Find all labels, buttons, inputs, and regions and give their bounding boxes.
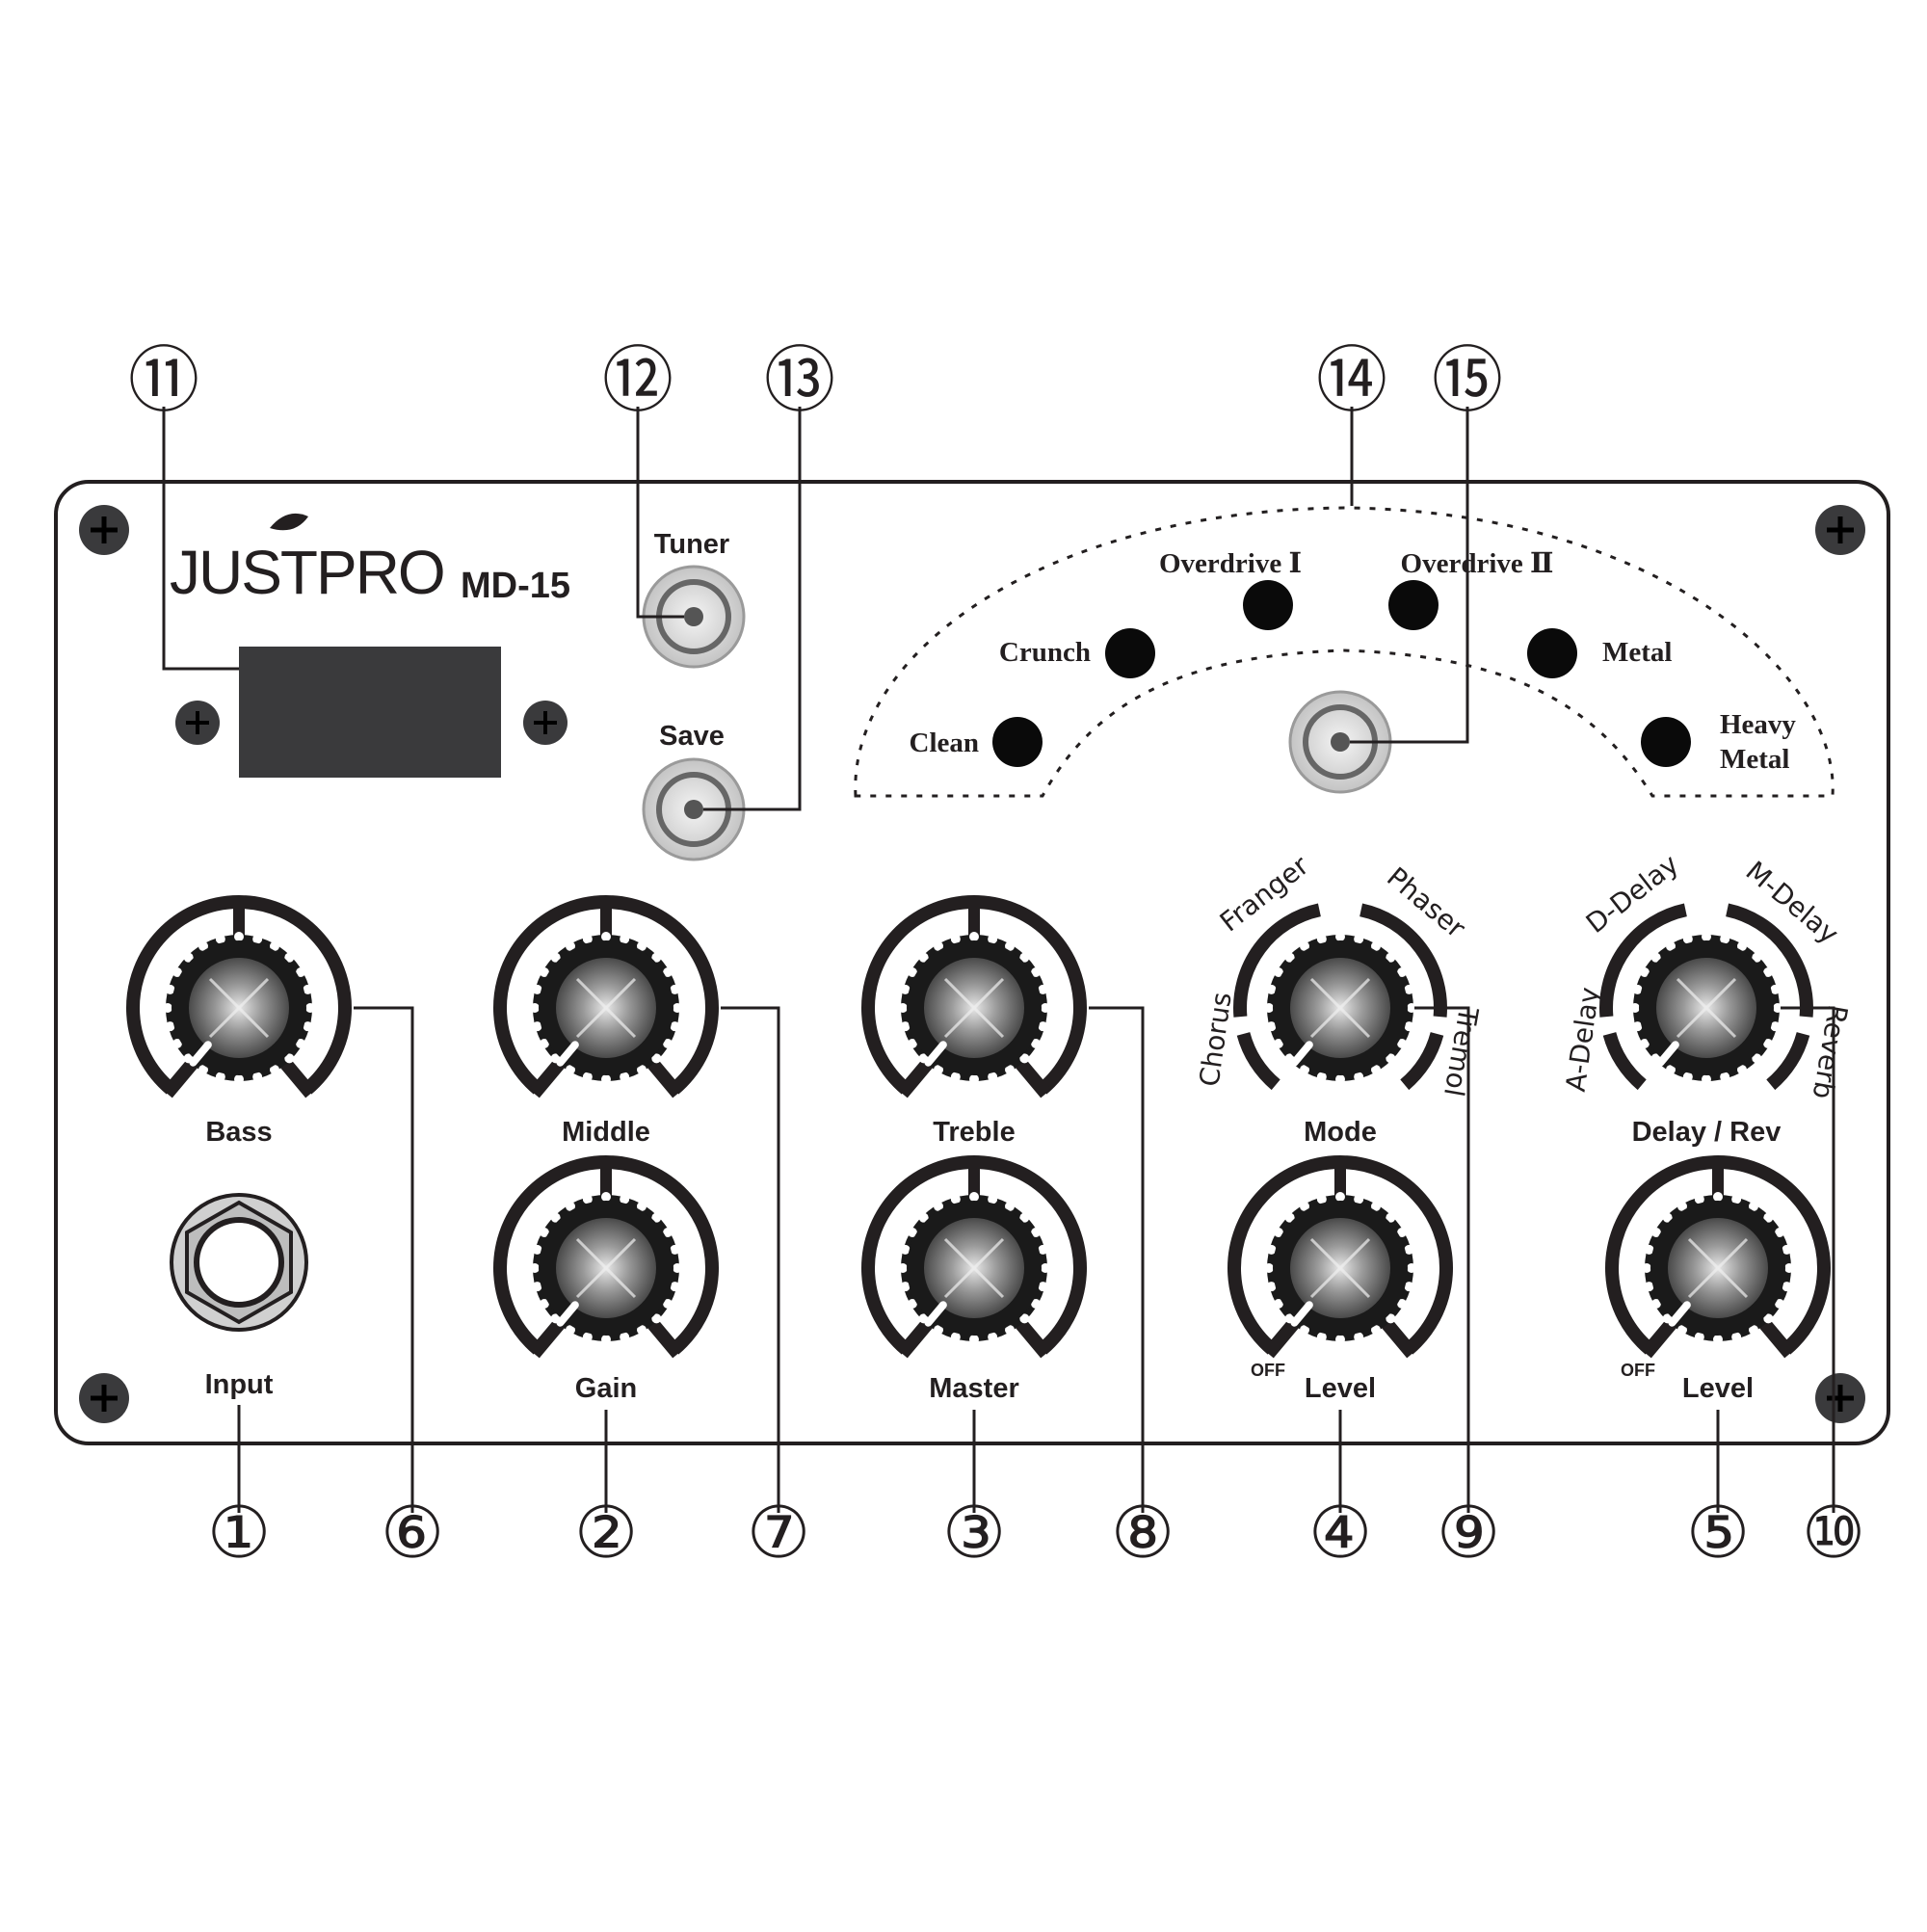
callout-7: ⑦ <box>747 1492 810 1575</box>
display-screen <box>239 647 501 778</box>
callout-9: ⑨ <box>1437 1492 1500 1575</box>
gain-knob[interactable] <box>493 1155 719 1359</box>
channel-select-button[interactable] <box>1288 690 1392 794</box>
bass-knob[interactable] <box>126 895 352 1098</box>
save-label: Save <box>659 721 725 752</box>
leader-lines <box>162 407 1835 1513</box>
screw-top-left <box>79 505 129 555</box>
input-jack[interactable] <box>170 1193 308 1332</box>
callout-15: ⑮ <box>1432 339 1503 422</box>
callout-5: ⑤ <box>1686 1492 1750 1575</box>
led-metal <box>1527 628 1577 678</box>
effect-level-knob[interactable] <box>1227 1155 1453 1359</box>
delay-level-knob[interactable] <box>1605 1155 1831 1359</box>
led-overdrive-1 <box>1243 580 1293 630</box>
screw-bottom-left <box>79 1373 129 1423</box>
master-knob[interactable] <box>861 1155 1087 1359</box>
callout-6: ⑥ <box>381 1492 444 1575</box>
channel-metal-label: Metal <box>1602 637 1672 668</box>
master-label: Master <box>929 1373 1019 1404</box>
callout-8: ⑧ <box>1111 1492 1175 1575</box>
led-clean <box>992 717 1043 767</box>
screw-display-right <box>523 701 568 745</box>
channel-clean-label: Clean <box>910 728 980 758</box>
gain-label: Gain <box>575 1373 637 1404</box>
mode-label: Mode <box>1304 1117 1377 1148</box>
treble-label: Treble <box>933 1117 1015 1148</box>
led-overdrive-2 <box>1388 580 1439 630</box>
tuner-label: Tuner <box>654 529 729 560</box>
model-name: MD-15 <box>461 566 570 606</box>
bass-label: Bass <box>205 1117 272 1148</box>
input-label: Input <box>205 1369 274 1400</box>
delay-rev-label: Delay / Rev <box>1632 1117 1782 1148</box>
channel-overdrive-1-label: Overdrive Ⅰ <box>1159 548 1302 579</box>
middle-label: Middle <box>562 1117 650 1148</box>
callout-11: ⑪ <box>128 339 199 422</box>
callout-3: ③ <box>942 1492 1006 1575</box>
effect-off-label: OFF <box>1251 1361 1285 1380</box>
callout-13: ⑬ <box>764 339 835 422</box>
callout-4: ④ <box>1308 1492 1372 1575</box>
tuner-button[interactable] <box>642 565 746 669</box>
delay-rev-knob[interactable] <box>1599 903 1813 1091</box>
screw-bottom-right <box>1815 1373 1865 1423</box>
channel-overdrive-2-label: Overdrive Ⅱ <box>1401 548 1554 579</box>
callout-10: ⑩ <box>1802 1492 1865 1575</box>
treble-knob[interactable] <box>861 895 1087 1098</box>
middle-knob[interactable] <box>493 895 719 1098</box>
channel-heavy-metal-label-2: Metal <box>1720 744 1789 775</box>
save-button[interactable] <box>642 757 746 861</box>
delay-off-label: OFF <box>1621 1361 1655 1380</box>
screw-display-left <box>175 701 220 745</box>
knobs-group <box>126 895 1831 1359</box>
mode-knob[interactable] <box>1233 903 1447 1091</box>
effect-level-label: Level <box>1305 1373 1376 1404</box>
callout-12: ⑫ <box>602 339 673 422</box>
channel-heavy-metal-label-1: Heavy <box>1720 709 1796 740</box>
callout-14: ⑭ <box>1316 339 1387 422</box>
channel-selector-region <box>854 506 1835 798</box>
led-heavy-metal <box>1641 717 1691 767</box>
led-crunch <box>1105 628 1155 678</box>
leaf-icon <box>270 513 308 531</box>
callout-2: ② <box>574 1492 638 1575</box>
callout-1: ① <box>207 1492 271 1575</box>
channel-crunch-label: Crunch <box>999 637 1091 668</box>
screw-top-right <box>1815 505 1865 555</box>
callouts: ① ⑥ ② ⑦ ③ ⑧ ④ ⑨ ⑤ ⑩ ⑪ ⑫ ⑬ ⑭ ⑮ <box>128 339 1865 1575</box>
brand-logo: JUSTPRO <box>170 538 444 607</box>
delay-level-label: Level <box>1682 1373 1754 1404</box>
